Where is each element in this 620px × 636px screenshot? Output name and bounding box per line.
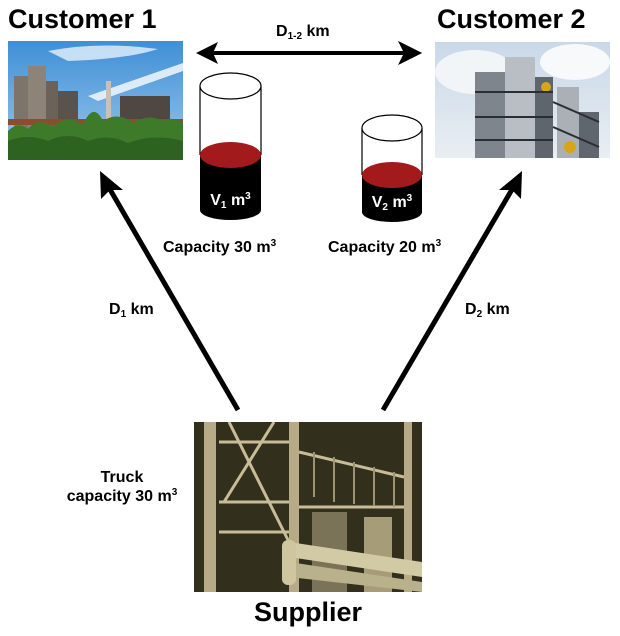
distance-sub: 1-2 [287, 31, 303, 42]
distance-2-arrow [380, 184, 517, 412]
volume-unit-sup: 3 [245, 191, 251, 202]
truck-capacity-label: Truck capacity 30 m3 [52, 468, 192, 506]
tank-1-capacity-label: Capacity 30 m3 [163, 238, 276, 257]
supplier-photo [194, 422, 422, 592]
distance-var: D [465, 301, 477, 318]
truck-capacity-text: capacity 30 m [66, 488, 172, 505]
tank-1 [199, 72, 262, 220]
distance-1-arrow [105, 184, 241, 412]
volume-var: V [371, 194, 383, 211]
arrow-head-d1 [100, 171, 123, 199]
tank-2-capacity-label: Capacity 20 m3 [328, 238, 441, 257]
distance-unit: km [126, 301, 154, 318]
distance-1-label: D1 km [109, 300, 154, 320]
capacity-text: Capacity 30 m [163, 239, 271, 256]
volume-var: V [210, 192, 221, 209]
truck-capacity-sup: 3 [171, 487, 178, 498]
tank-2 [361, 114, 423, 222]
truck-line2: capacity 30 m3 [52, 487, 192, 506]
customer-1-title: Customer 1 [8, 4, 157, 34]
volume-unit-sup: 3 [406, 193, 413, 204]
volume-sub: 2 [382, 202, 388, 213]
distance-unit: km [302, 23, 330, 40]
volume-sub: 1 [220, 200, 227, 211]
distance-var: D [276, 23, 288, 40]
distance-2-label: D2 km [465, 300, 510, 320]
tank-2-volume-label: V2 m3 [362, 193, 422, 213]
distance-sub: 2 [476, 309, 483, 320]
capacity-text: Capacity 20 m [328, 239, 436, 256]
truck-line1: Truck [100, 469, 144, 486]
capacity-sup: 3 [270, 238, 277, 249]
distance-unit: km [482, 301, 510, 318]
capacity-sup: 3 [435, 238, 442, 249]
customer-1-photo [8, 41, 183, 160]
tank-1-volume-label: V1 m3 [200, 191, 261, 211]
distance-1-2-label: D1-2 km [276, 22, 330, 42]
volume-unit: m [230, 192, 246, 209]
arrow-head-right [400, 42, 422, 64]
customer-2-title: Customer 2 [437, 4, 586, 34]
supplier-title: Supplier [253, 597, 362, 627]
distance-sub: 1 [120, 309, 127, 320]
distance-var: D [109, 301, 121, 318]
volume-unit: m [392, 194, 407, 211]
arrow-head-left [196, 42, 218, 64]
customer-2-photo [435, 42, 610, 158]
arrow-head-d2 [499, 171, 522, 199]
